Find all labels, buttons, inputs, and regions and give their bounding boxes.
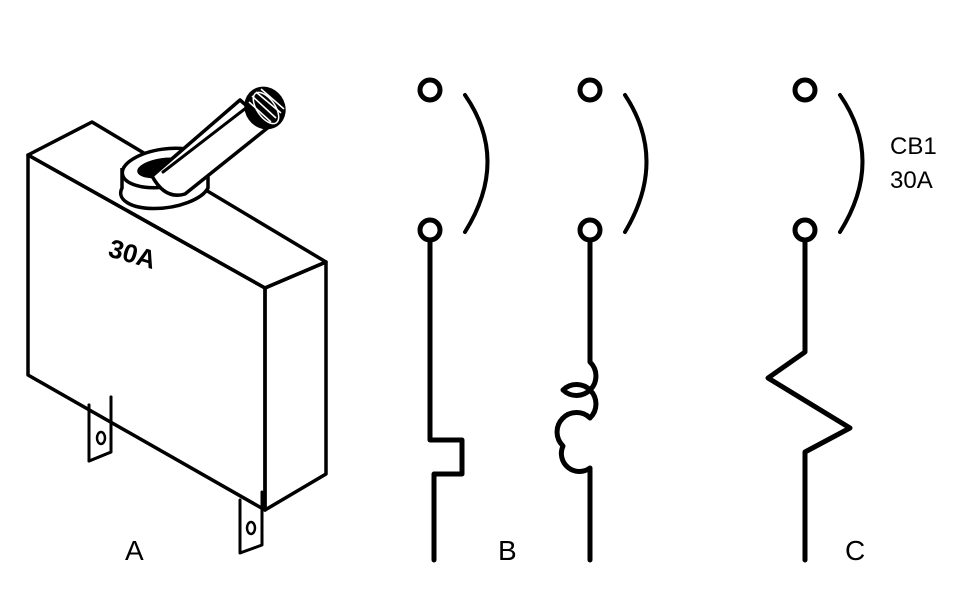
contact-top — [792, 77, 818, 103]
conductor-zigzag — [765, 237, 853, 563]
switch-arc — [623, 93, 649, 234]
panel-label-b: B — [498, 535, 517, 566]
panel-label-c: C — [845, 535, 865, 566]
schematic-symbol-zigzag — [765, 77, 865, 563]
switch-arc — [463, 93, 490, 234]
schematic-symbol-double-hook — [554, 77, 649, 563]
symbol-designator-label: CB1 — [890, 133, 937, 160]
conductor-with-notch — [427, 237, 465, 563]
terminal-left — [87, 395, 113, 463]
breaker-body — [26, 120, 328, 512]
conductor-with-hooks — [554, 237, 599, 563]
device-rating-label: 30A — [105, 233, 159, 275]
contact-top — [577, 77, 603, 103]
schematic-symbol-thermal-notch — [417, 77, 490, 563]
contact-top — [417, 77, 443, 103]
toggle-lever — [150, 86, 286, 197]
contact-bottom — [577, 217, 603, 243]
terminal-right — [238, 490, 264, 555]
symbol-rating-label: 30A — [890, 167, 933, 194]
panel-label-a: A — [125, 535, 144, 566]
switch-arc — [838, 93, 865, 234]
breaker-device-drawing: 30A — [26, 86, 328, 555]
contact-bottom — [792, 217, 818, 243]
contact-bottom — [417, 217, 443, 243]
